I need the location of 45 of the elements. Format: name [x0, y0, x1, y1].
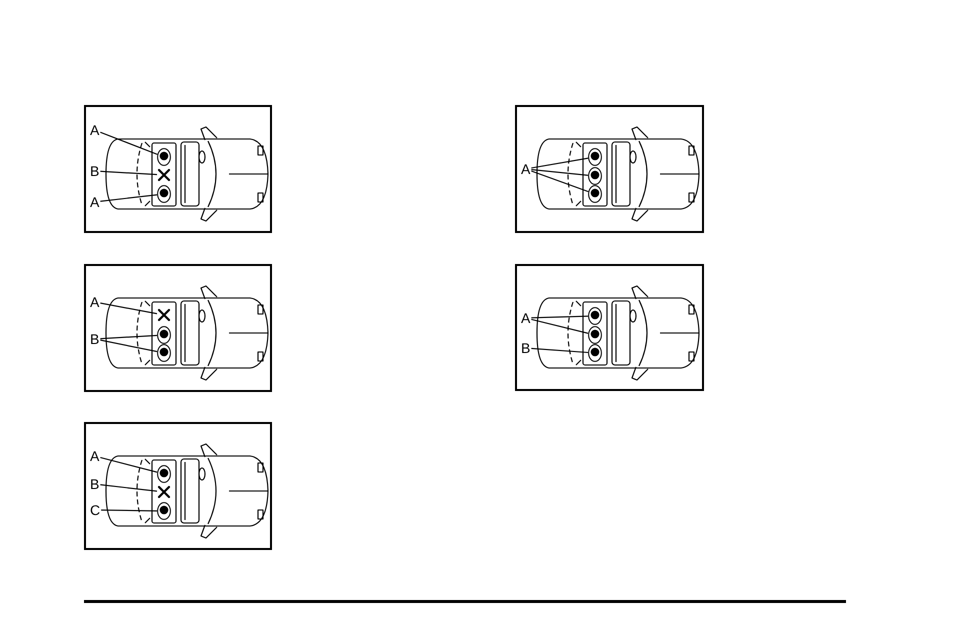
seat-icon: [588, 148, 602, 166]
callout-letter: A: [90, 295, 100, 309]
leader-line: [531, 318, 588, 334]
seat-icon: [588, 167, 602, 185]
cross-mark-icon: [158, 169, 170, 181]
leader-line: [531, 169, 588, 176]
seat-icon: [588, 344, 602, 362]
leader-line: [531, 158, 588, 169]
illustration-frame: [84, 264, 272, 392]
callout-letter: B: [90, 477, 100, 491]
seat-icon: [157, 502, 171, 520]
callout-letter: A: [521, 311, 530, 325]
seat-icon: [157, 185, 171, 203]
callout-letter: A: [90, 195, 100, 209]
seat-icon: [588, 326, 602, 344]
cross-mark-icon: [158, 486, 170, 498]
cross-mark-icon: [158, 309, 170, 321]
callout-letter: B: [521, 341, 530, 355]
leader-line: [100, 302, 158, 314]
leader-line: [100, 340, 158, 352]
seat-icon: [157, 326, 171, 344]
seat-icon: [157, 344, 171, 362]
callout-letter: B: [90, 332, 100, 346]
illustration-frame: [515, 105, 704, 233]
leader-line: [100, 456, 158, 473]
leader-line: [100, 484, 158, 492]
leader-line: [101, 510, 157, 512]
callout-letter: C: [90, 503, 100, 517]
leader-line: [531, 170, 588, 192]
seat-icon: [588, 307, 602, 325]
leader-line: [100, 194, 158, 202]
callout-letter: A: [521, 162, 530, 176]
leader-line: [531, 316, 588, 318]
illustration-frame: [515, 264, 704, 391]
seat-icon: [588, 185, 602, 203]
illustration-frame: [84, 422, 272, 550]
leader-line: [531, 348, 588, 354]
illustration-frame: [84, 105, 272, 233]
callout-letter: B: [90, 164, 100, 178]
leader-line: [100, 334, 158, 340]
callout-letter: A: [90, 123, 100, 137]
seat-icon: [157, 148, 171, 166]
callout-letter: A: [90, 449, 100, 463]
leader-line: [100, 132, 158, 155]
seat-icon: [157, 465, 171, 483]
